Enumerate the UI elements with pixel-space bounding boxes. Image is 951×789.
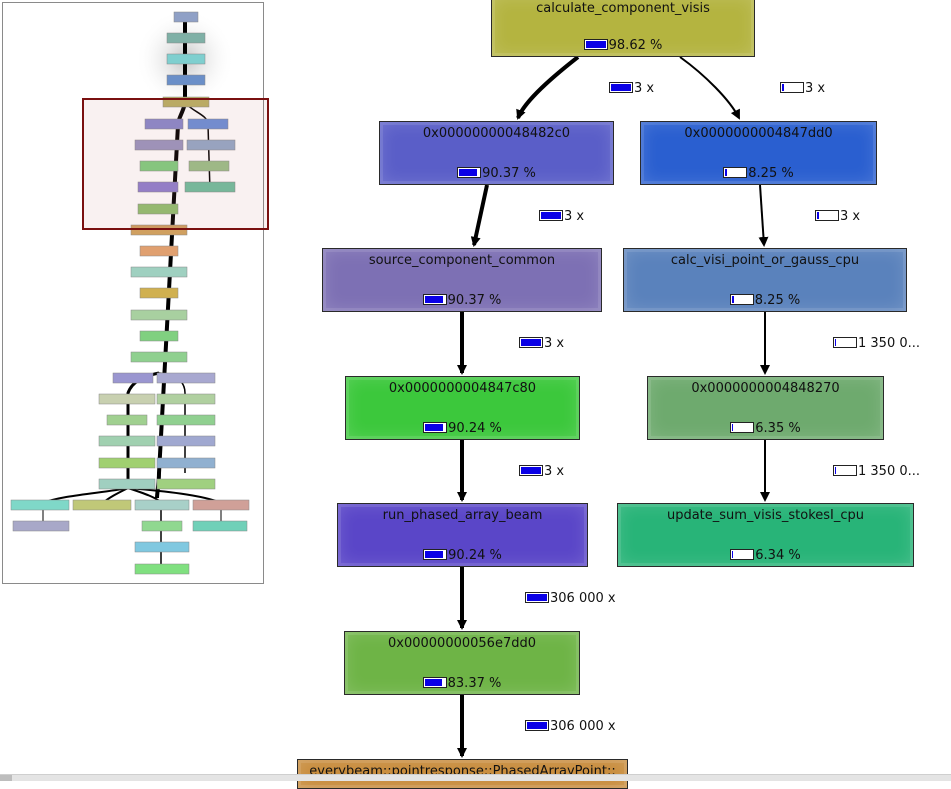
node-0x0000000004847dd0[interactable]: 0x0000000004847dd0 8.25 %	[640, 121, 877, 185]
edge-n1-n3	[679, 56, 740, 120]
node-cost: 8.25 %	[624, 293, 906, 308]
node-name: 0x00000000056e7dd0	[388, 636, 536, 651]
node-0x00000000048482c0[interactable]: 0x00000000048482c0 90.37 %	[379, 121, 614, 185]
node-cost: 90.24 %	[338, 548, 587, 563]
overview-viewport-rect[interactable]	[82, 98, 269, 230]
node-cost: 83.37 %	[345, 676, 579, 691]
call-count: 3 x	[519, 336, 564, 351]
cost-bar	[729, 294, 754, 305]
call-count: 306 000 x	[525, 719, 616, 734]
cost-bar	[723, 167, 748, 178]
node-0x00000000056e7dd0[interactable]: 0x00000000056e7dd0 83.37 %	[344, 631, 580, 695]
cost-bar	[457, 167, 482, 178]
scrollbar-thumb[interactable]	[0, 775, 12, 781]
call-count: 306 000 x	[525, 591, 616, 606]
cost-bar	[423, 549, 448, 560]
node-cost: 90.24 %	[346, 421, 579, 436]
node-run-phased-array-beam[interactable]: run_phased_array_beam 90.24 %	[337, 503, 588, 567]
overview-minimap	[10, 9, 250, 575]
node-name: run_phased_array_beam	[382, 508, 543, 523]
node-name: update_sum_visis_stokesI_cpu	[666, 508, 865, 523]
node-cost: 6.34 %	[618, 548, 913, 563]
call-bar	[833, 337, 857, 348]
call-count: 1 350 0...	[833, 464, 920, 479]
call-bar	[815, 210, 839, 221]
node-name: 0x0000000004848270	[691, 381, 840, 396]
cost-bar	[422, 677, 447, 688]
node-cost: 98.62 %	[492, 38, 754, 53]
cost-bar	[730, 549, 755, 560]
node-cost: 8.25 %	[641, 166, 876, 181]
cost-bar	[730, 422, 755, 433]
node-0x0000000004847c80[interactable]: 0x0000000004847c80 90.24 %	[345, 376, 580, 440]
node-0x0000000004848270[interactable]: 0x0000000004848270 6.35 %	[647, 376, 884, 440]
graph-overview-panel[interactable]	[2, 2, 269, 584]
node-source-component-common[interactable]: source_component_common 90.37 %	[322, 248, 602, 312]
call-bar	[525, 592, 549, 603]
cost-bar	[583, 39, 608, 50]
call-bar	[609, 82, 633, 93]
node-name: source_component_common	[368, 253, 556, 268]
node-name: calculate_component_visis	[536, 1, 710, 16]
edge-n2-n4	[470, 184, 489, 247]
call-count: 3 x	[539, 209, 584, 224]
node-name: calc_visi_point_or_gauss_cpu	[670, 253, 860, 268]
node-update-sum-visis-stokesi-cpu[interactable]: update_sum_visis_stokesI_cpu 6.34 %	[617, 503, 914, 567]
call-count: 3 x	[519, 464, 564, 479]
cost-bar	[423, 422, 448, 433]
call-bar	[780, 82, 804, 93]
node-calculate-component-visis[interactable]: calculate_component_visis 98.62 %	[491, 0, 755, 57]
horizontal-scrollbar[interactable]	[0, 774, 951, 781]
node-cost: 90.37 %	[323, 293, 601, 308]
edge-n3-n5	[758, 184, 769, 247]
edge-n1-n2	[516, 55, 580, 120]
node-name: 0x0000000004847c80	[388, 381, 537, 396]
node-name: 0x00000000048482c0	[422, 126, 571, 141]
node-cost: 6.35 %	[648, 421, 883, 436]
node-calc-visi-point-or-gauss-cpu[interactable]: calc_visi_point_or_gauss_cpu 8.25 %	[623, 248, 907, 312]
node-name: 0x0000000004847dd0	[684, 126, 833, 141]
call-bar	[833, 465, 857, 476]
cost-bar	[422, 294, 447, 305]
call-count: 1 350 0...	[833, 336, 920, 351]
call-bar	[525, 720, 549, 731]
call-count: 3 x	[780, 81, 825, 96]
call-bar	[519, 465, 543, 476]
call-count: 3 x	[609, 81, 654, 96]
node-cost: 90.37 %	[380, 166, 613, 181]
call-bar	[539, 210, 563, 221]
call-count: 3 x	[815, 209, 860, 224]
call-bar	[519, 337, 543, 348]
